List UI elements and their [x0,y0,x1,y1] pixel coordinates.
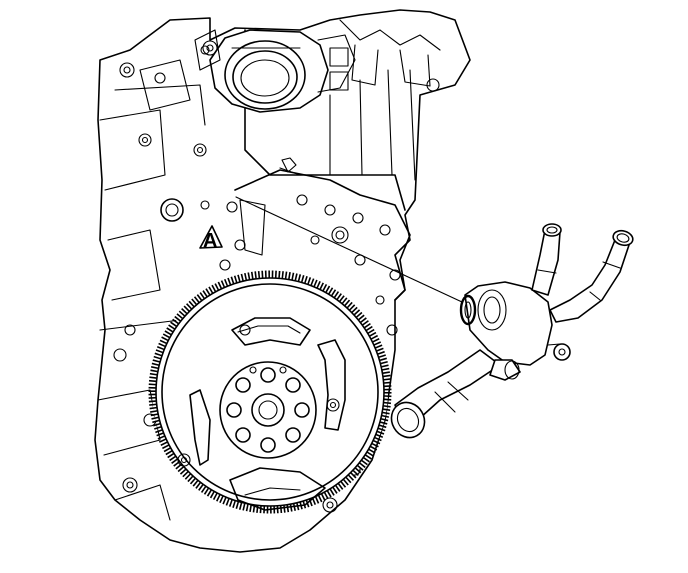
flexplate [148,270,392,514]
callout-label: A [203,230,217,252]
throttle-body [194,29,356,113]
callout-a: A [199,225,223,252]
engine-block [94,9,471,553]
water-outlet-housing [390,223,634,439]
leader-line [235,196,463,303]
